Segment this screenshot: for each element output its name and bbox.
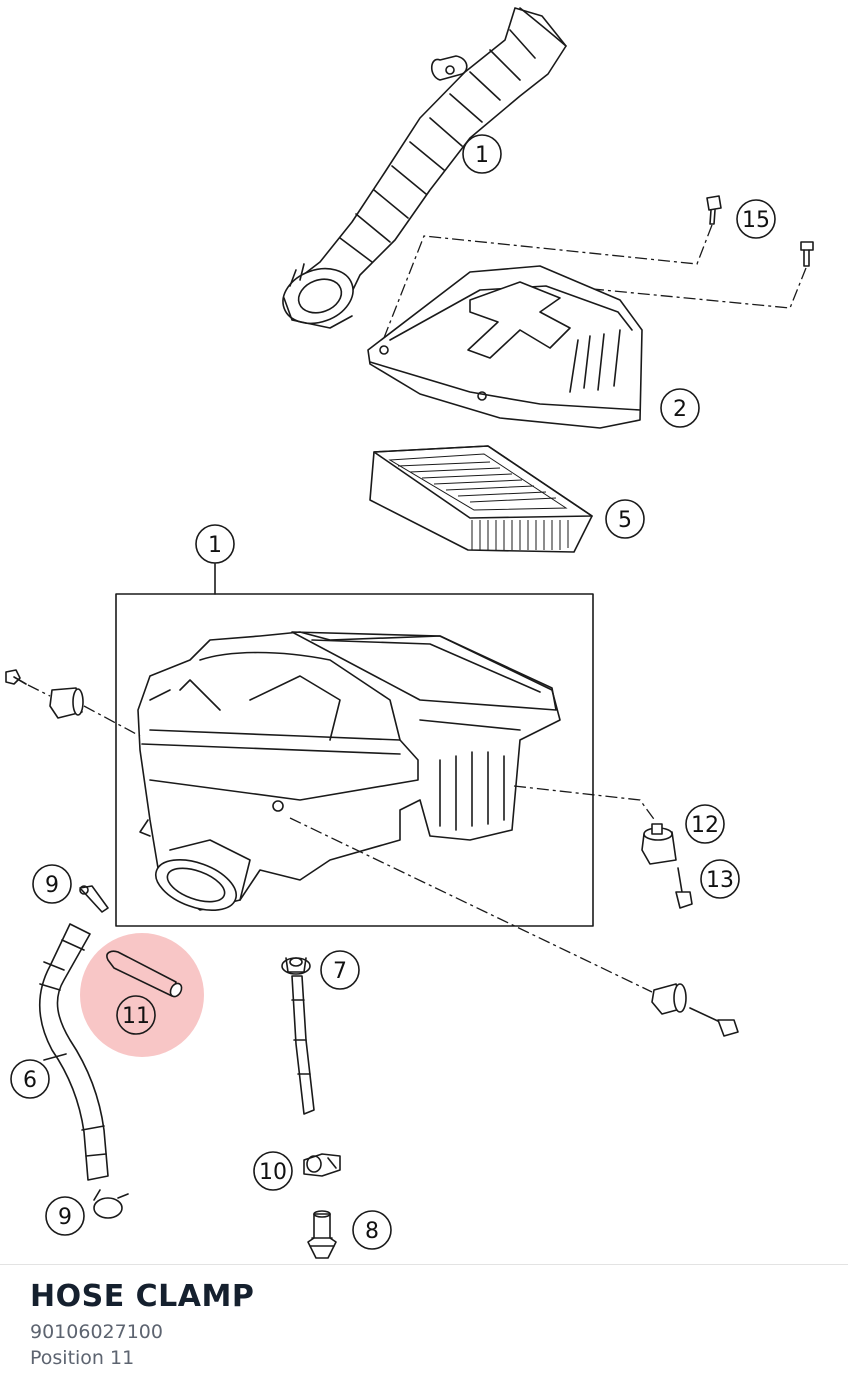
left-mount-screw[interactable] (5, 669, 27, 685)
right-rubber-mount[interactable] (651, 983, 687, 1015)
callout-3[interactable]: 1 (462, 134, 502, 174)
callout-2[interactable]: 2 (660, 388, 700, 428)
part-15-screws[interactable] (706, 195, 814, 267)
callout-10[interactable]: 10 (253, 1151, 293, 1191)
callout-6[interactable]: 6 (10, 1059, 50, 1099)
callout-13[interactable]: 13 (700, 859, 740, 899)
right-mount-screw[interactable] (689, 1007, 739, 1037)
part-number: 90106027100 (30, 1321, 163, 1343)
callout-7-label: 7 (333, 959, 347, 984)
part-12-rubber-mount[interactable] (641, 823, 677, 865)
callout-1[interactable]: 1 (195, 524, 235, 564)
part-position: Position 11 (30, 1347, 135, 1369)
callout-15-label: 15 (742, 208, 770, 233)
callout-11[interactable]: 11 (116, 995, 156, 1035)
callout-5-label: 5 (618, 508, 632, 533)
exploded-parts-diagram: 1 15 2 5 1 12 13 9 11 7 6 10 (5, 7, 814, 1259)
callout-8-label: 8 (365, 1219, 379, 1244)
part-5-air-filter[interactable] (369, 445, 593, 553)
part-1-airbox[interactable] (137, 631, 561, 920)
callout-13-label: 13 (706, 868, 734, 893)
part-9-clamp-bottom[interactable] (93, 1189, 129, 1219)
part-2-airbox-lid[interactable] (367, 265, 643, 429)
part-8-fitting[interactable] (307, 1210, 337, 1259)
part-11-hose-clamp[interactable] (106, 950, 184, 998)
callout-10-label: 10 (259, 1160, 287, 1185)
part-13-screw[interactable] (675, 867, 693, 909)
left-rubber-mount[interactable] (49, 687, 84, 719)
callout-9-top-label: 9 (45, 873, 59, 898)
callout-9-bottom[interactable]: 9 (45, 1196, 85, 1236)
part-3-intake-snorkel[interactable] (275, 7, 567, 333)
part-1-group-box (115, 593, 594, 927)
callout-5[interactable]: 5 (605, 499, 645, 539)
callout-15[interactable]: 15 (736, 199, 776, 239)
callout-2-label: 2 (673, 397, 687, 422)
callout-12-label: 12 (691, 813, 719, 838)
part-info-footer: HOSE CLAMP 90106027100 Position 11 (30, 1280, 254, 1370)
footer-divider (0, 1264, 848, 1265)
callout-9-top[interactable]: 9 (32, 864, 72, 904)
callout-3-label: 1 (475, 143, 489, 168)
part-name: HOSE CLAMP (30, 1279, 255, 1314)
callout-1-label: 1 (208, 533, 222, 558)
part-10-clip[interactable] (303, 1153, 341, 1177)
highlight-ring-11 (80, 933, 204, 1057)
part-6-drain-hose[interactable] (38, 923, 109, 1181)
callout-7[interactable]: 7 (320, 950, 360, 990)
part-9-clamp-top[interactable] (79, 885, 109, 913)
callout-12[interactable]: 12 (685, 804, 725, 844)
part-7-breather-tube[interactable] (281, 957, 315, 1115)
callout-8[interactable]: 8 (352, 1210, 392, 1250)
callout-9-bottom-label: 9 (58, 1205, 72, 1230)
callout-11-label: 11 (122, 1004, 150, 1029)
callout-6-label: 6 (23, 1068, 37, 1093)
